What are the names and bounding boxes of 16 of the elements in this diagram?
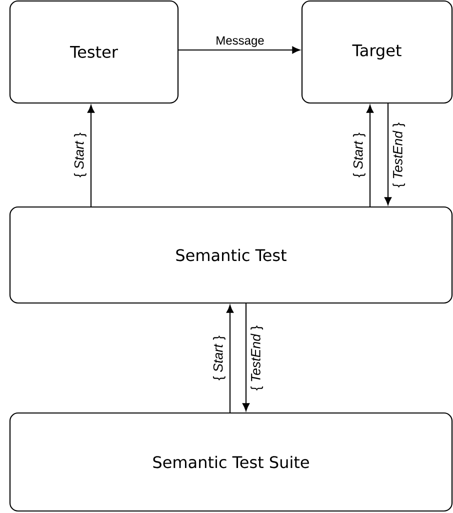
process-box: Semantic Test Suite xyxy=(9,412,453,512)
process-box: Target xyxy=(301,0,453,104)
arrow xyxy=(226,304,234,412)
edge-label: { TestEnd } xyxy=(392,122,406,188)
edge-label: { Start } xyxy=(352,132,366,178)
edge-label: Message xyxy=(216,36,264,48)
process-box: Semantic Test xyxy=(9,206,453,304)
edge-label: { Start } xyxy=(212,336,226,380)
arrow xyxy=(242,304,250,412)
arrow xyxy=(384,104,392,206)
edge-label: { TestEnd } xyxy=(250,326,264,390)
arrow xyxy=(87,104,95,206)
edge-label: { Start } xyxy=(74,132,86,178)
process-box: Tester xyxy=(9,0,179,104)
arrow xyxy=(178,46,300,54)
arrow xyxy=(366,104,374,206)
